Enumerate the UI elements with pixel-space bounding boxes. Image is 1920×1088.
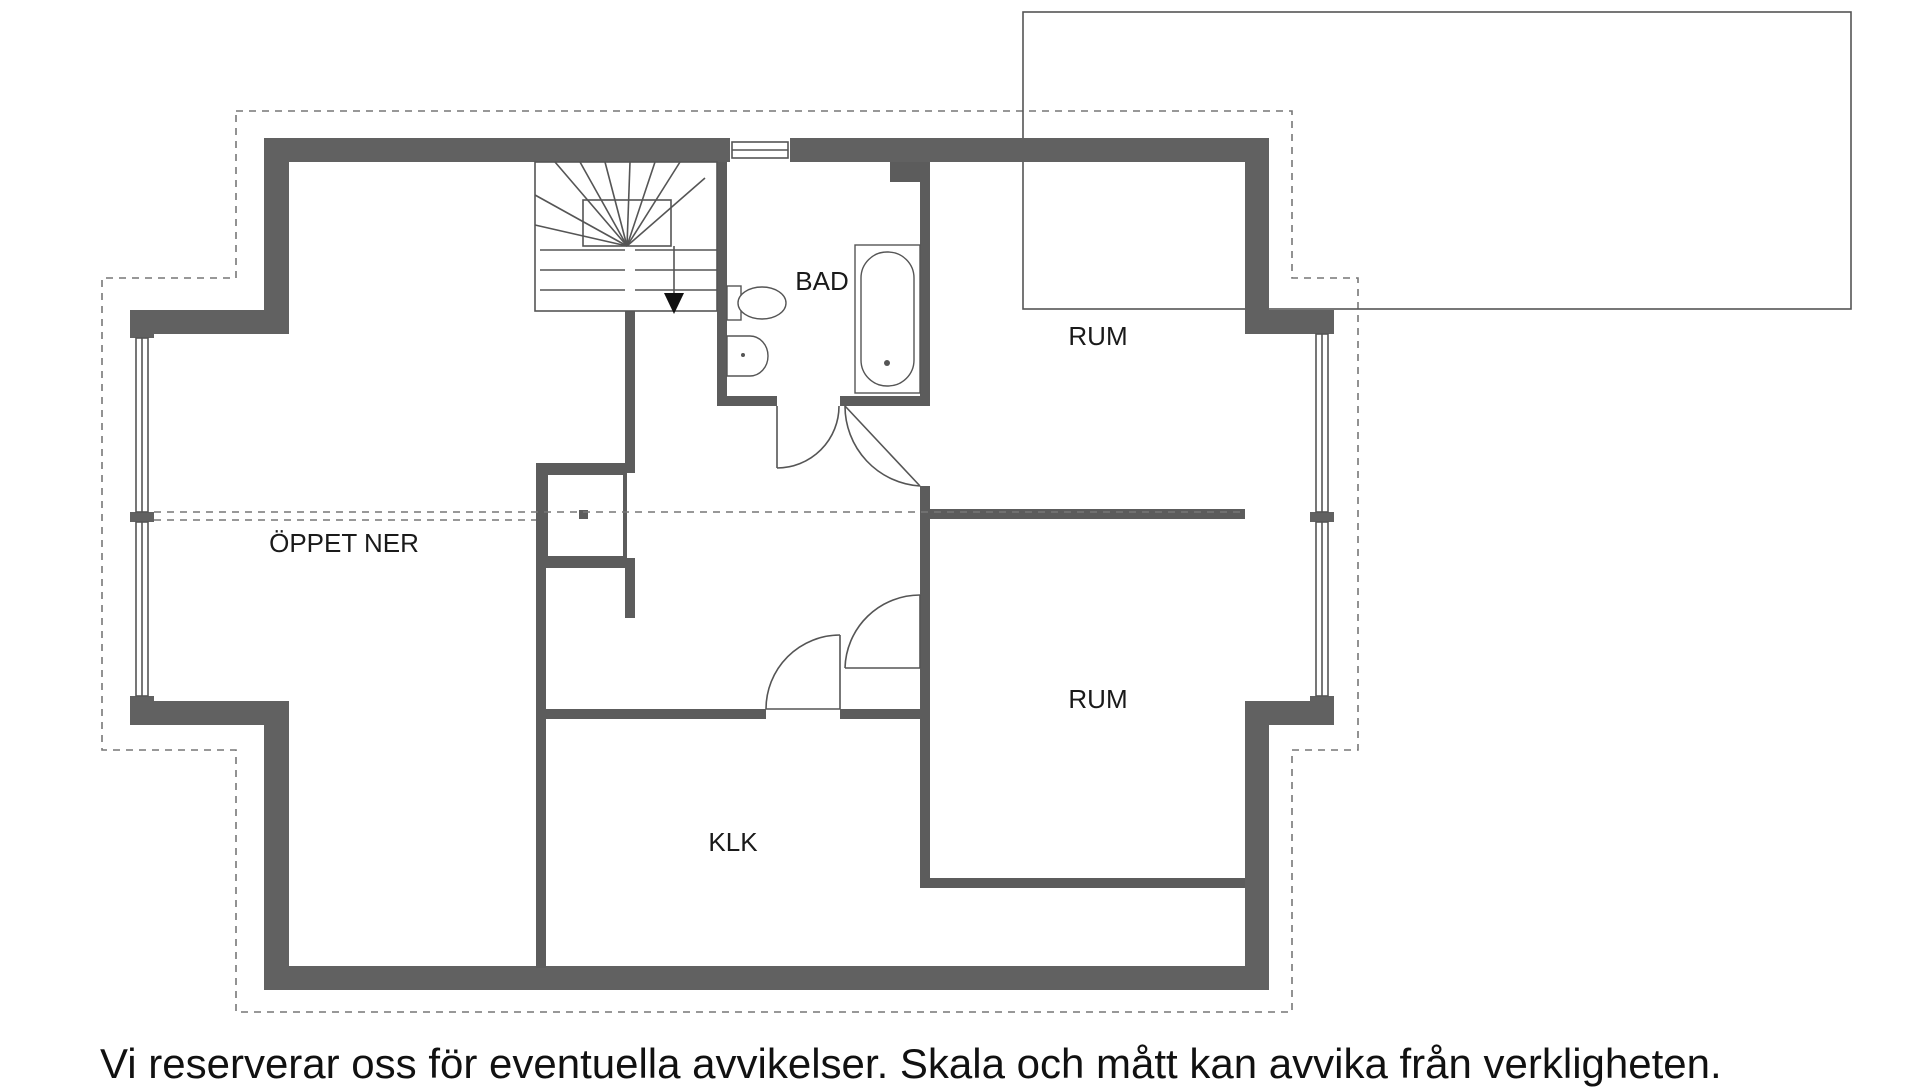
window-frames bbox=[135, 141, 1329, 697]
interior-walls bbox=[536, 162, 1245, 968]
room-label-bathroom: BAD bbox=[795, 266, 848, 296]
bathtub bbox=[854, 244, 921, 394]
stair-direction-arrow bbox=[664, 293, 684, 314]
room-label-open-below: ÖPPET NER bbox=[269, 528, 419, 558]
doors bbox=[765, 405, 921, 710]
floor-plan-drawing: BAD RUM ÖPPET NER RUM KLK bbox=[101, 11, 1852, 1013]
staircase bbox=[534, 161, 718, 312]
room-label-closet: KLK bbox=[708, 827, 758, 857]
footer-disclaimer: Vi reserverar oss för eventuella avvikel… bbox=[100, 1040, 1722, 1087]
room-label-bedroom-upper: RUM bbox=[1068, 321, 1127, 351]
roof-outline-dashed bbox=[101, 110, 1359, 1013]
chimney-shaft bbox=[544, 471, 627, 560]
room-label-bedroom-lower: RUM bbox=[1068, 684, 1127, 714]
sink bbox=[726, 335, 769, 377]
outer-wall bbox=[130, 138, 1334, 990]
toilet bbox=[726, 285, 787, 321]
